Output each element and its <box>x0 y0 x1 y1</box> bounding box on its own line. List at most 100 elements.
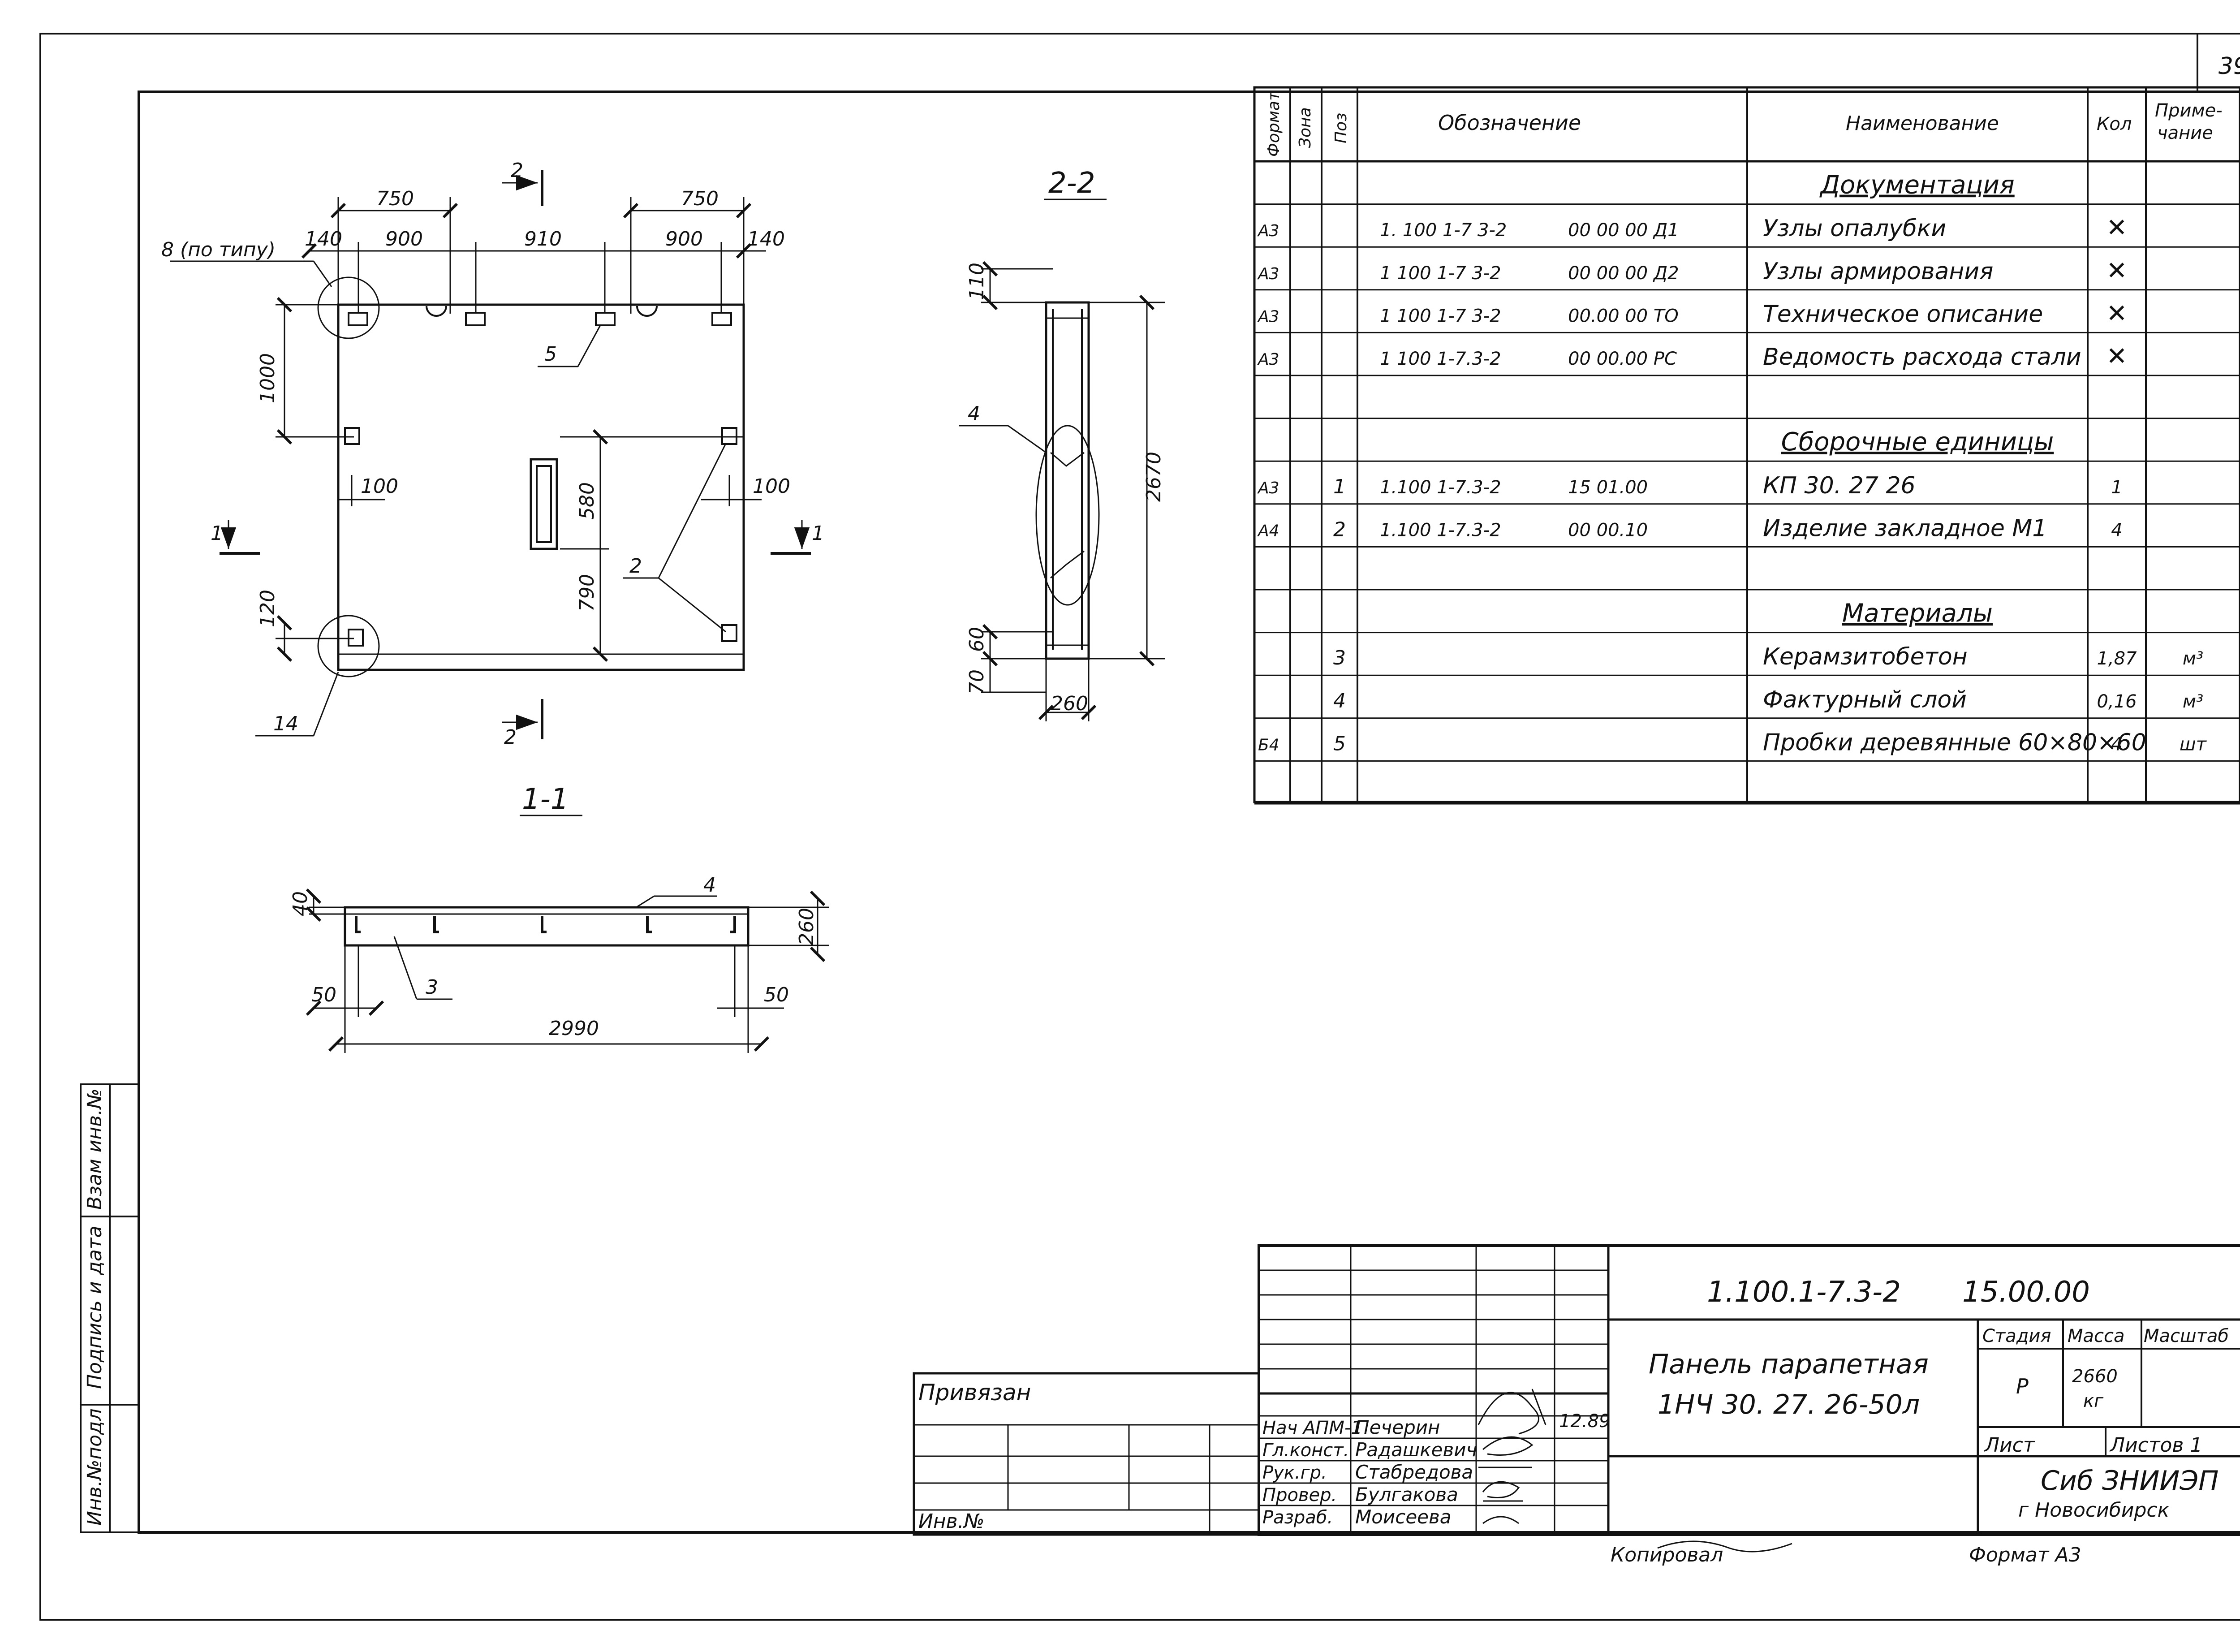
leader-label-4-side: 4 <box>968 402 980 425</box>
leader-label-2: 2 <box>629 555 642 578</box>
signature-role: Нач АПМ-1 <box>1262 1418 1362 1438</box>
dim-750-right: 750 <box>681 187 719 210</box>
spec-row-format: А3 <box>1257 265 1279 283</box>
spec-row-code: 00 00.10 <box>1568 520 1648 540</box>
plan-labels: 2 2 1 1 750 750 140 900 910 900 140 1000… <box>161 159 824 749</box>
signature-date: 12.89 <box>1559 1411 1611 1432</box>
spec-row-name: Узлы армирования <box>1763 258 1993 285</box>
spec-row-qty: ✕ <box>2106 213 2128 242</box>
dim-120: 120 <box>256 590 279 627</box>
spec-row-qty: 1 <box>2111 477 2122 498</box>
spec-row-code: 15 01.00 <box>1568 477 1648 498</box>
spec-row-format: А3 <box>1257 479 1279 497</box>
spec-row-format: А4 <box>1257 522 1279 540</box>
spec-row-pos: 4 <box>1333 690 1346 712</box>
spec-headers: Формат Зона Поз Обозначение Наименование… <box>1265 91 2228 157</box>
dim-100-left: 100 <box>361 475 398 498</box>
spec-header-qty: Кол <box>2097 114 2132 134</box>
stage-value: Р <box>2016 1374 2029 1398</box>
spec-row-name: Ведомость расхода стали <box>1763 344 2081 371</box>
org-city: г Новосибирск <box>2018 1499 2170 1522</box>
dim-910: 910 <box>524 228 562 250</box>
spec-row-heading: Сборочные единицы <box>1781 427 2054 457</box>
spec-row-format: А3 <box>1257 350 1279 369</box>
title-block-grid <box>913 1244 2240 1536</box>
spec-row-designation: 1. 100 1-7 3-2 <box>1380 220 1507 241</box>
spec-row-code: 00.00 00 ТО <box>1568 306 1679 326</box>
dim-750-left: 750 <box>376 187 414 210</box>
spec-row-name: КП 30. 27 26 <box>1763 472 1916 499</box>
spec-header-pos: Поз <box>1332 113 1350 143</box>
dim-140-left: 140 <box>305 228 342 250</box>
spec-header-designation: Обозначение <box>1438 111 1581 135</box>
spec-row-qty: ✕ <box>2106 256 2128 285</box>
section-1-1-title: 1-1 <box>522 783 569 816</box>
spec-row-format: А3 <box>1257 222 1279 240</box>
section-2-2-labels: 2-2 110 2670 60 70 260 4 <box>965 167 1165 715</box>
mass-label: Масса <box>2068 1326 2125 1346</box>
spec-row-qty: 1,87 <box>2097 648 2137 669</box>
dim-110: 110 <box>965 263 988 300</box>
spec-row-heading: Материалы <box>1842 599 1993 628</box>
spec-row: Б4 5 Пробки деревянные 60×80×604 шт <box>1258 729 2207 756</box>
spec-row-designation: 1.100 1-7.3-2 <box>1380 520 1501 540</box>
dim-70: 70 <box>965 669 988 694</box>
dim-900-right: 900 <box>665 228 703 250</box>
spec-header-note: Приме- чание <box>2155 100 2228 143</box>
spec-row-format: А3 <box>1257 307 1279 326</box>
inv-podl-label: Инв.№подл <box>83 1408 106 1526</box>
sign-date-label: Подпись и дата <box>83 1226 106 1389</box>
dim-2990: 2990 <box>549 1017 599 1040</box>
dim-50-left: 50 <box>311 983 336 1006</box>
scale-label: Масштаб <box>2144 1326 2229 1346</box>
inv-no-label: Инв.№ <box>918 1510 984 1533</box>
leader-label-3: 3 <box>426 976 438 999</box>
spec-row-heading: Документация <box>1819 171 2014 200</box>
signature-role: Провер. <box>1262 1485 1337 1505</box>
signature-role: Гл.конст. <box>1262 1440 1349 1461</box>
spec-row-name: Пробки деревянные 60×80×60 <box>1763 729 2146 756</box>
dim-900-left: 900 <box>385 228 423 250</box>
vzam-inv-label: Взам инв.№ <box>83 1088 106 1210</box>
stage-label: Стадия <box>1982 1326 2051 1346</box>
signature-name: Моисеева <box>1355 1506 1452 1528</box>
spec-row-code: 00 00 00 Д2 <box>1568 263 1679 284</box>
section-mark-top: 2 <box>511 159 523 182</box>
spec-row-qty: 4 <box>2111 520 2122 540</box>
mass-value: 2660 <box>2072 1366 2118 1387</box>
dim-790: 790 <box>576 574 599 612</box>
spec-row-designation: 1.100 1-7.3-2 <box>1380 477 1501 498</box>
dim-100-right: 100 <box>753 475 790 498</box>
spec-row-note: шт <box>2180 734 2207 755</box>
bound-label: Привязан <box>918 1380 1031 1406</box>
org-name: Сиб ЗНИИЭП <box>2041 1465 2218 1497</box>
spec-header-name: Наименование <box>1846 112 1999 135</box>
drawing-title-line2: 1НЧ 30. 27. 26-50л <box>1658 1389 1920 1420</box>
spec-row-pos: 5 <box>1333 732 1346 755</box>
spec-row-code: 00 00.00 РС <box>1568 349 1677 369</box>
spec-row: Сборочные единицы <box>1781 427 2054 457</box>
spec-header-zone: Зона <box>1296 107 1314 148</box>
spec-row-code: 00 00 00 Д1 <box>1568 220 1679 241</box>
dim-580: 580 <box>576 482 599 520</box>
spec-header-format: Формат <box>1265 91 1283 157</box>
dim-50-right: 50 <box>764 983 789 1006</box>
dim-260-bottom: 260 <box>795 908 818 945</box>
section-mark-left: 1 <box>211 522 223 545</box>
spec-row-qty: 4 <box>2111 734 2122 755</box>
signature-name: Стабредова <box>1355 1461 1473 1483</box>
dim-60: 60 <box>965 627 988 652</box>
dim-1000: 1000 <box>256 353 279 403</box>
dim-140-right: 140 <box>747 228 785 250</box>
spec-row-qty: ✕ <box>2106 299 2128 328</box>
section-mark-right: 1 <box>812 522 824 545</box>
spec-row-format: Б4 <box>1258 736 1279 754</box>
section-mark-bottom: 2 <box>504 726 517 749</box>
spec-row-note: м³ <box>2183 648 2203 669</box>
section-1-1 <box>306 815 829 1053</box>
